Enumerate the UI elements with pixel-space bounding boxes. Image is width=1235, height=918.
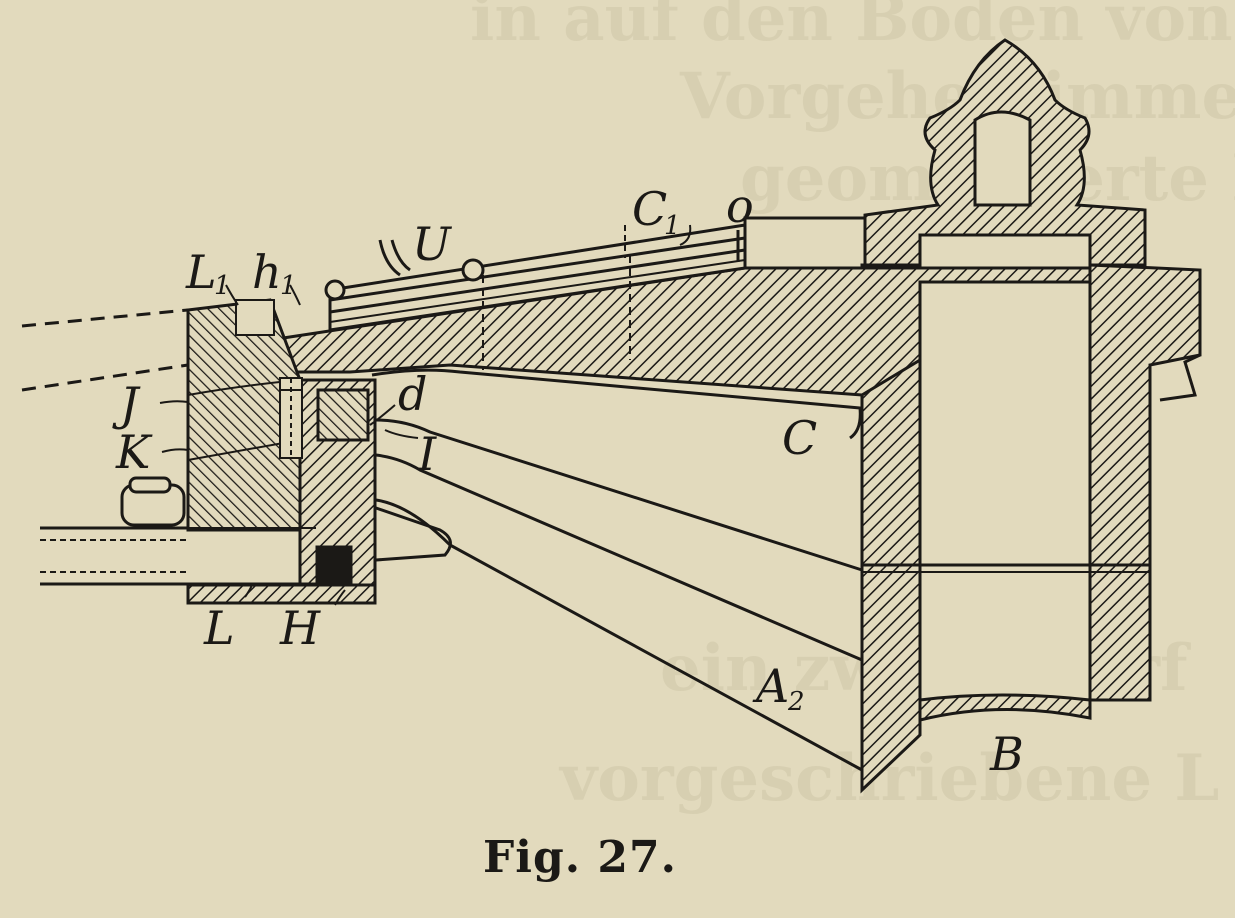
label-o: o	[726, 179, 754, 233]
clamp-block	[120, 298, 377, 605]
label-A2-sub: 2	[787, 687, 805, 717]
label-L1: L	[185, 245, 217, 299]
diagonal-bars	[375, 418, 863, 772]
label-H: H	[279, 601, 321, 655]
label-C: C	[782, 411, 817, 465]
label-h1-sub: 1	[280, 271, 297, 301]
label-d: d	[398, 367, 427, 421]
label-B: B	[989, 727, 1024, 781]
label-J: J	[112, 377, 141, 431]
leader-lines	[159, 224, 692, 606]
label-C1: C	[632, 182, 667, 236]
label-U: U	[412, 217, 453, 271]
svg-text:in auf den Boden von V angesch: in auf den Boden von V angeschlossen.	[470, 0, 1235, 56]
label-K: K	[115, 425, 153, 479]
label-L1-sub: 1	[214, 271, 231, 301]
bracket-arm-C	[371, 368, 862, 440]
diagram-labels: L 1 h 1 U C 1 o J d K I C L H A 2 B	[112, 179, 1024, 781]
label-L: L	[203, 601, 235, 655]
figure-caption: Fig. 27.	[483, 832, 677, 883]
label-C1-sub: 1	[664, 211, 681, 241]
sloped-beam	[268, 223, 1092, 397]
dashed-extension-lines	[21, 308, 189, 392]
label-I: I	[417, 427, 437, 481]
label-h1: h	[252, 245, 282, 299]
label-A2: A	[752, 659, 789, 713]
horizontal-rod	[40, 526, 316, 586]
